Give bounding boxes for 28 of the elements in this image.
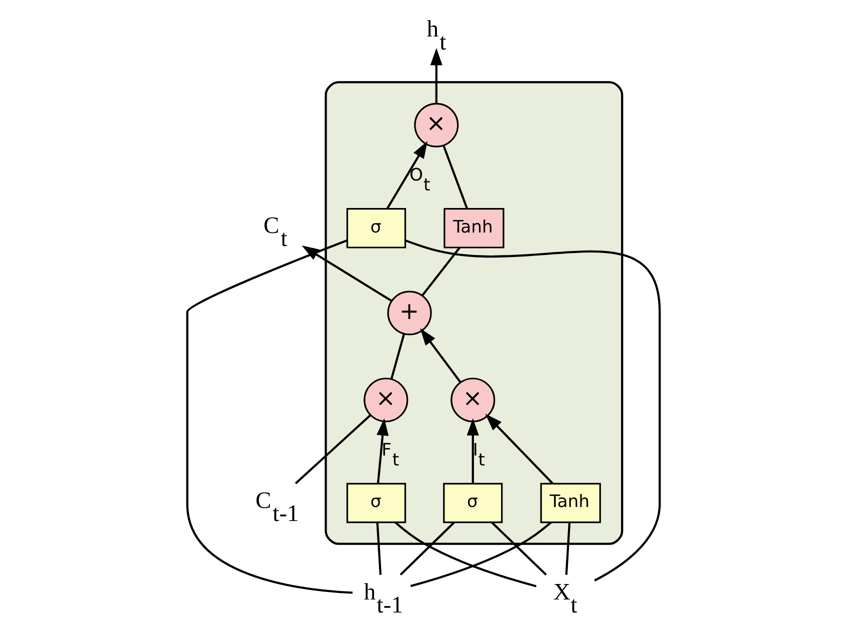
node-box: Tanh <box>540 482 600 524</box>
arrow <box>466 418 478 484</box>
connector <box>564 522 570 575</box>
connector <box>394 522 536 588</box>
node-circle: × <box>450 378 495 422</box>
connector <box>442 145 468 209</box>
arrow <box>376 418 388 484</box>
connector <box>490 522 546 576</box>
node-circle: × <box>363 378 408 422</box>
node-box: σ <box>346 208 406 248</box>
node-box: σ <box>346 482 406 524</box>
arrow <box>484 414 553 484</box>
connector <box>186 239 352 594</box>
connector <box>410 522 552 588</box>
cluster <box>324 81 623 545</box>
connector <box>390 334 405 380</box>
connector <box>399 522 454 576</box>
connector <box>420 246 460 296</box>
node-box: σ <box>442 482 502 524</box>
arrow <box>420 328 461 383</box>
node-box: Tanh <box>443 208 504 248</box>
node-circle: × <box>414 102 458 148</box>
arrow <box>430 48 442 104</box>
connector <box>404 239 660 582</box>
connector <box>376 522 382 575</box>
node-circle: + <box>386 290 432 336</box>
arrow <box>386 141 427 210</box>
connector <box>294 414 371 484</box>
